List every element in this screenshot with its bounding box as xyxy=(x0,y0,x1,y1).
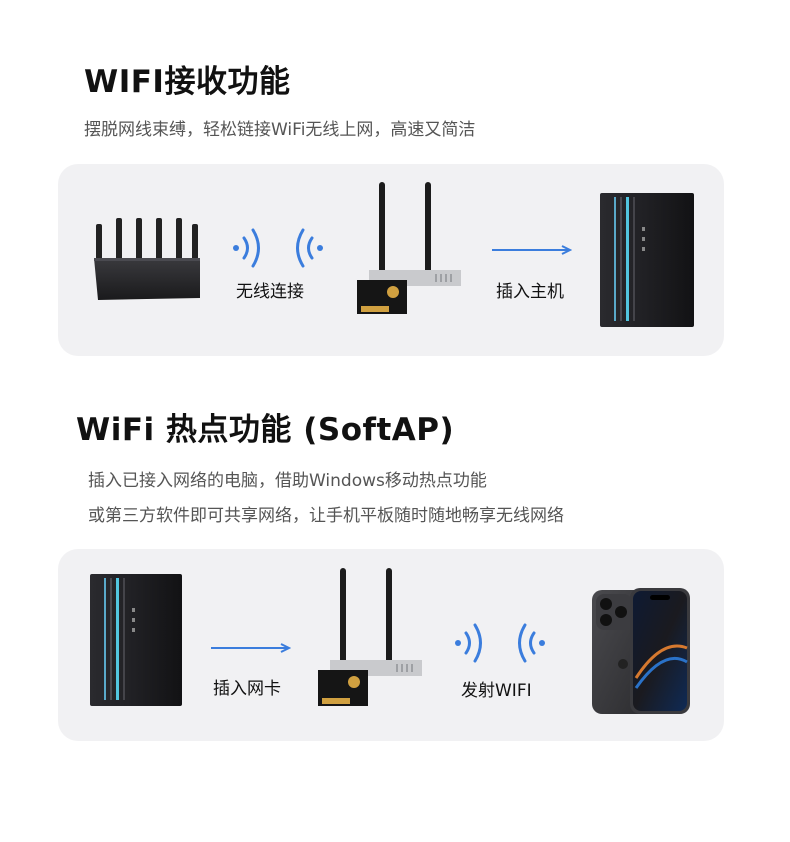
caption-insert-host: 插入主机 xyxy=(496,282,564,302)
network-card-image xyxy=(355,180,465,320)
wifi-signal-icon xyxy=(450,619,550,667)
arrow-right-icon xyxy=(492,244,572,256)
caption-insert-card: 插入网卡 xyxy=(213,679,281,699)
section2-subtitle-line1: 插入已接入网络的电脑，借助Windows移动热点功能 xyxy=(88,471,487,491)
desktop-pc-image xyxy=(600,193,694,329)
desktop-pc-image xyxy=(90,574,182,708)
caption-wireless: 无线连接 xyxy=(236,282,304,302)
caption-emit-wifi: 发射WIFI xyxy=(461,681,532,701)
section2-subtitle-line2: 或第三方软件即可共享网络，让手机平板随时随地畅享无线网络 xyxy=(88,506,564,526)
section1-title: WIFI接收功能 xyxy=(84,64,291,100)
smartphone-image xyxy=(592,588,692,716)
section2-title: WiFi 热点功能 (SoftAP) xyxy=(76,412,455,448)
network-card-image xyxy=(316,566,426,712)
wifi-signal-icon xyxy=(228,224,328,272)
section1-subtitle: 摆脱网线束缚，轻松链接WiFi无线上网，高速又简洁 xyxy=(84,120,476,140)
router-image xyxy=(92,218,204,302)
arrow-right-icon xyxy=(211,642,291,654)
